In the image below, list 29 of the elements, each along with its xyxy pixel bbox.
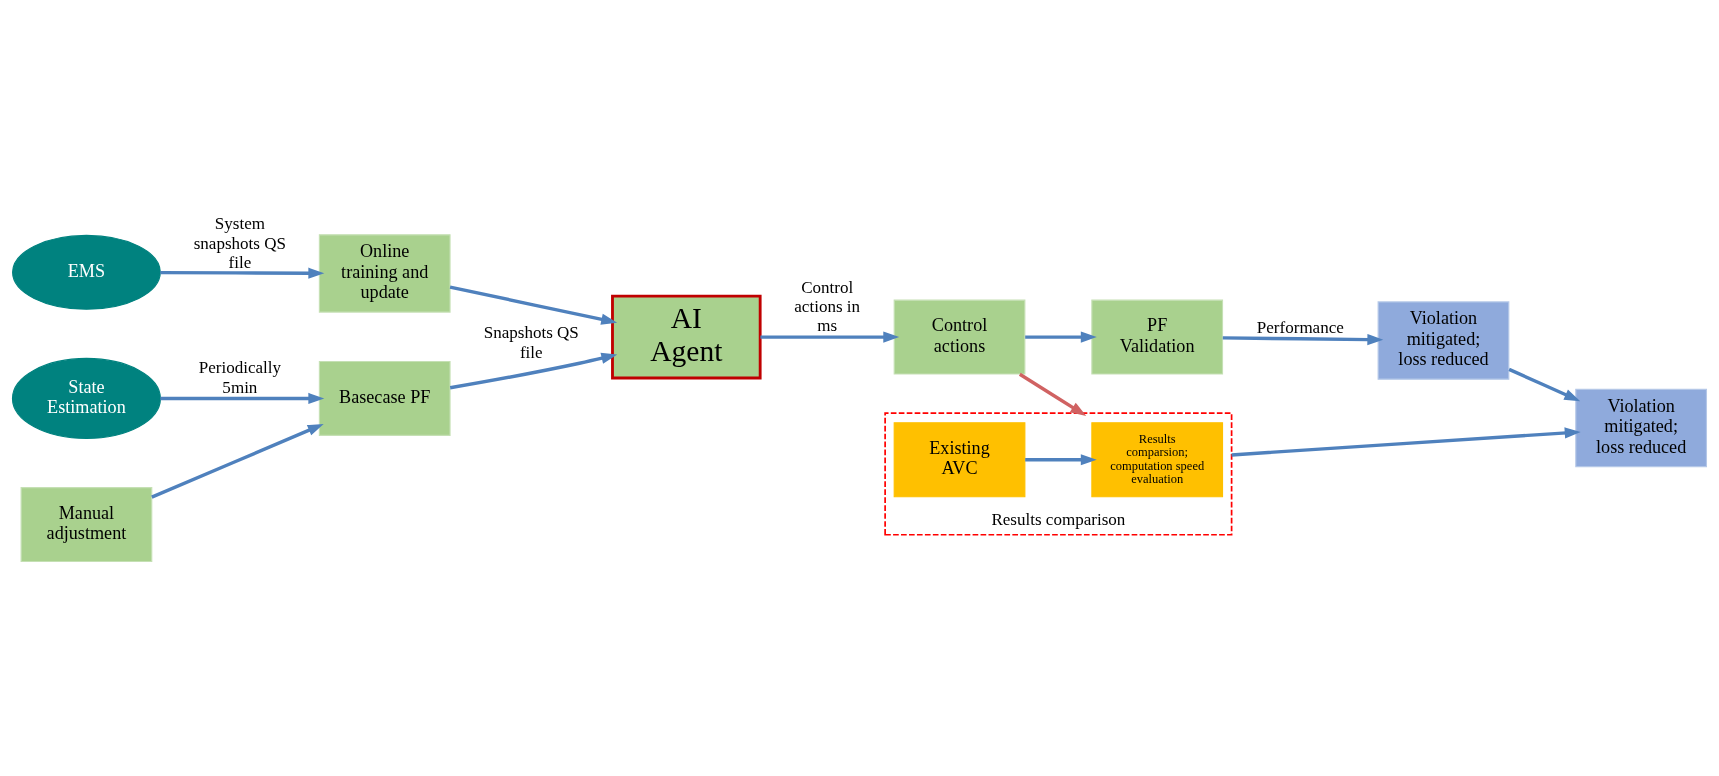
node-box: Control actions: [893, 299, 1026, 375]
arrow: [160, 267, 325, 279]
arrow: [1222, 333, 1384, 345]
edge-label: System snapshots QS file: [193, 213, 287, 272]
node-box: Violation mitigated; loss reduced: [1377, 300, 1510, 380]
node-box: Existing AVC: [893, 421, 1026, 497]
edge-label: Control actions in ms: [794, 277, 861, 335]
arrow: [1025, 331, 1097, 343]
arrow: [1018, 372, 1087, 416]
arrow: [760, 331, 900, 343]
edge-label: Performance: [1256, 317, 1344, 337]
node-box: Basecase PF: [318, 360, 451, 436]
arrow: [1508, 367, 1581, 401]
arrow: [160, 392, 325, 404]
node-box: Online training and update: [318, 233, 451, 313]
node-ellipse: EMS: [12, 234, 161, 310]
node-box: AI Agent: [611, 294, 762, 379]
node-ellipse: State Estimation: [11, 357, 161, 439]
arrow: [151, 423, 324, 499]
node-box: Results comparsion; computation speed evaluation: [1091, 421, 1224, 497]
arrow: [1025, 453, 1097, 465]
edge-label: Snapshots QS file: [483, 322, 579, 362]
node-box: Manual adjustment: [20, 486, 153, 562]
node-box: PF Validation: [1091, 299, 1224, 375]
arrow: [449, 284, 618, 325]
edge-label: Periodically 5min: [198, 357, 282, 397]
node-box: Violation mitigated; loss reduced: [1575, 388, 1707, 467]
arrow: [449, 352, 618, 389]
arrow: [1231, 426, 1581, 457]
